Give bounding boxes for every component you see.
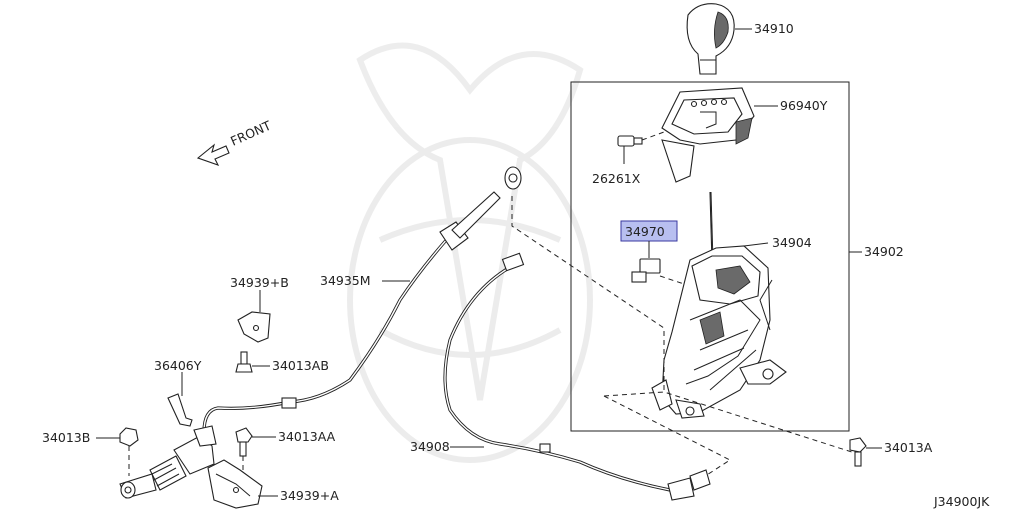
bolt-34013AB: [235, 351, 270, 373]
bolt-34013B: [119, 427, 139, 476]
front-label: FRONT: [228, 118, 273, 149]
diagram-code: J34900JK: [933, 494, 990, 509]
shift-knob-34910: [686, 3, 735, 75]
front-arrow: FRONT: [196, 118, 274, 166]
bolt-34013AA: [235, 427, 276, 474]
label-34910: 34910: [754, 21, 794, 36]
bracket-34939A: [207, 459, 278, 509]
label-34939A: 34939+A: [280, 488, 339, 503]
cable-end-assembly: [119, 425, 217, 499]
switch-34970: [631, 258, 691, 287]
label-34902: 34902: [864, 244, 904, 259]
label-34013AA: 34013AA: [278, 429, 336, 444]
bracket-34939B: [237, 290, 271, 343]
label-34013B: 34013B: [42, 430, 90, 445]
label-26261X: 26261X: [592, 171, 641, 186]
label-34013AB: 34013AB: [272, 358, 329, 373]
label-34939B: 34939+B: [230, 275, 289, 290]
assembly-box-34902: [570, 81, 850, 432]
label-34935M: 34935M: [320, 273, 371, 288]
label-34908: 34908: [410, 439, 450, 454]
shift-lever-device-34904: [651, 191, 787, 419]
label-36406Y: 36406Y: [154, 358, 202, 373]
label-34970: 34970: [625, 224, 665, 239]
lock-cable-34908: [443, 252, 711, 501]
label-96940Y: 96940Y: [780, 98, 828, 113]
shift-cable-34935M: [202, 166, 522, 433]
label-34904: 34904: [772, 235, 812, 250]
indicator-96940Y: [661, 87, 755, 183]
watermark-logo: [347, 42, 593, 463]
bulb-socket-26261X: [617, 131, 665, 164]
bolt-34013A: [849, 437, 882, 467]
label-34013A: 34013A: [884, 440, 933, 455]
clip-36406Y: [167, 372, 193, 427]
